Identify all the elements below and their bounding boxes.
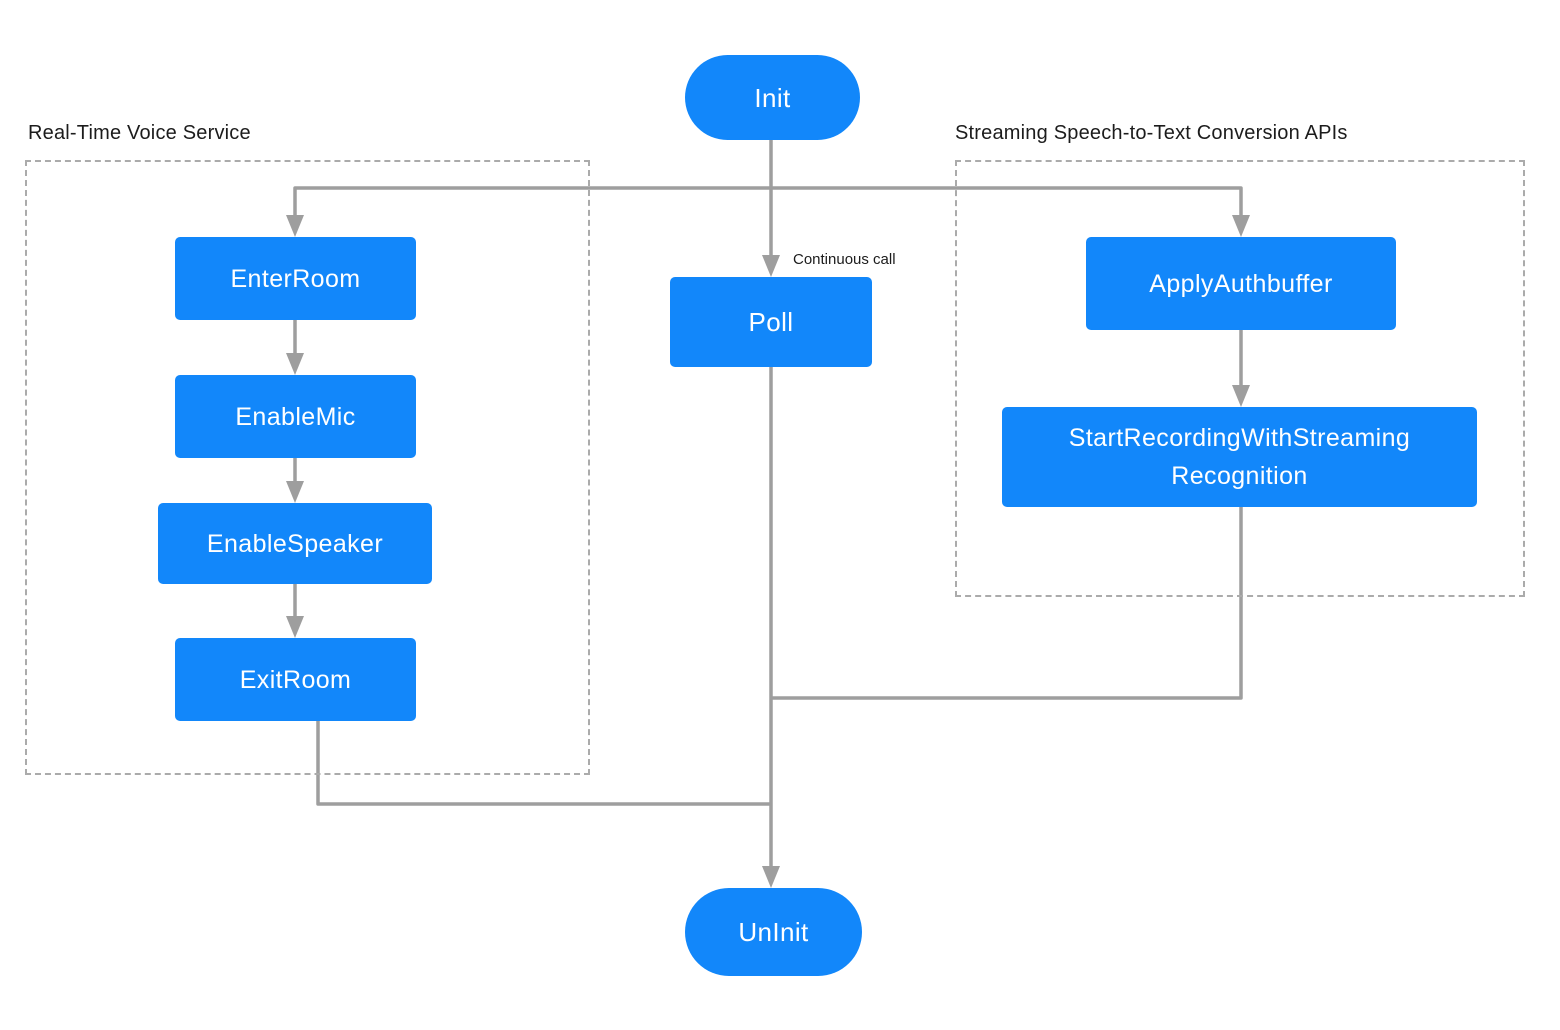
node-apply-authbuffer: ApplyAuthbuffer: [1086, 237, 1396, 330]
node-init: Init: [685, 55, 860, 140]
arrowhead-enable-mic: [286, 353, 304, 375]
group-box-stt-apis: [955, 160, 1525, 597]
arrowhead-uninit: [762, 866, 780, 888]
arrowhead-start-recording: [1232, 385, 1250, 407]
node-enable-speaker: EnableSpeaker: [158, 503, 432, 584]
group-label-stt-apis: Streaming Speech-to-Text Conversion APIs: [955, 122, 1348, 144]
continuous-call-label: Continuous call: [793, 251, 896, 268]
group-label-voice-service: Real-Time Voice Service: [28, 122, 251, 144]
arrowhead-enter-room: [286, 215, 304, 237]
node-poll: Poll: [670, 277, 872, 367]
arrowhead-enable-speaker: [286, 481, 304, 503]
arrowhead-poll: [762, 255, 780, 277]
edge-start-join-center: [771, 507, 1243, 700]
node-exit-room: ExitRoom: [175, 638, 416, 721]
arrowhead-apply-authbuffer: [1232, 215, 1250, 237]
node-enable-mic: EnableMic: [175, 375, 416, 458]
node-uninit: UnInit: [685, 888, 862, 976]
arrowhead-exit-room: [286, 616, 304, 638]
edge-branch-bar: [293, 186, 1243, 218]
node-enter-room: EnterRoom: [175, 237, 416, 320]
edge-exit-join-center: [316, 721, 771, 806]
node-start-recording-with-streaming-recognition: StartRecordingWithStreaming Recognition: [1002, 407, 1477, 507]
group-box-voice-service: [25, 160, 590, 775]
